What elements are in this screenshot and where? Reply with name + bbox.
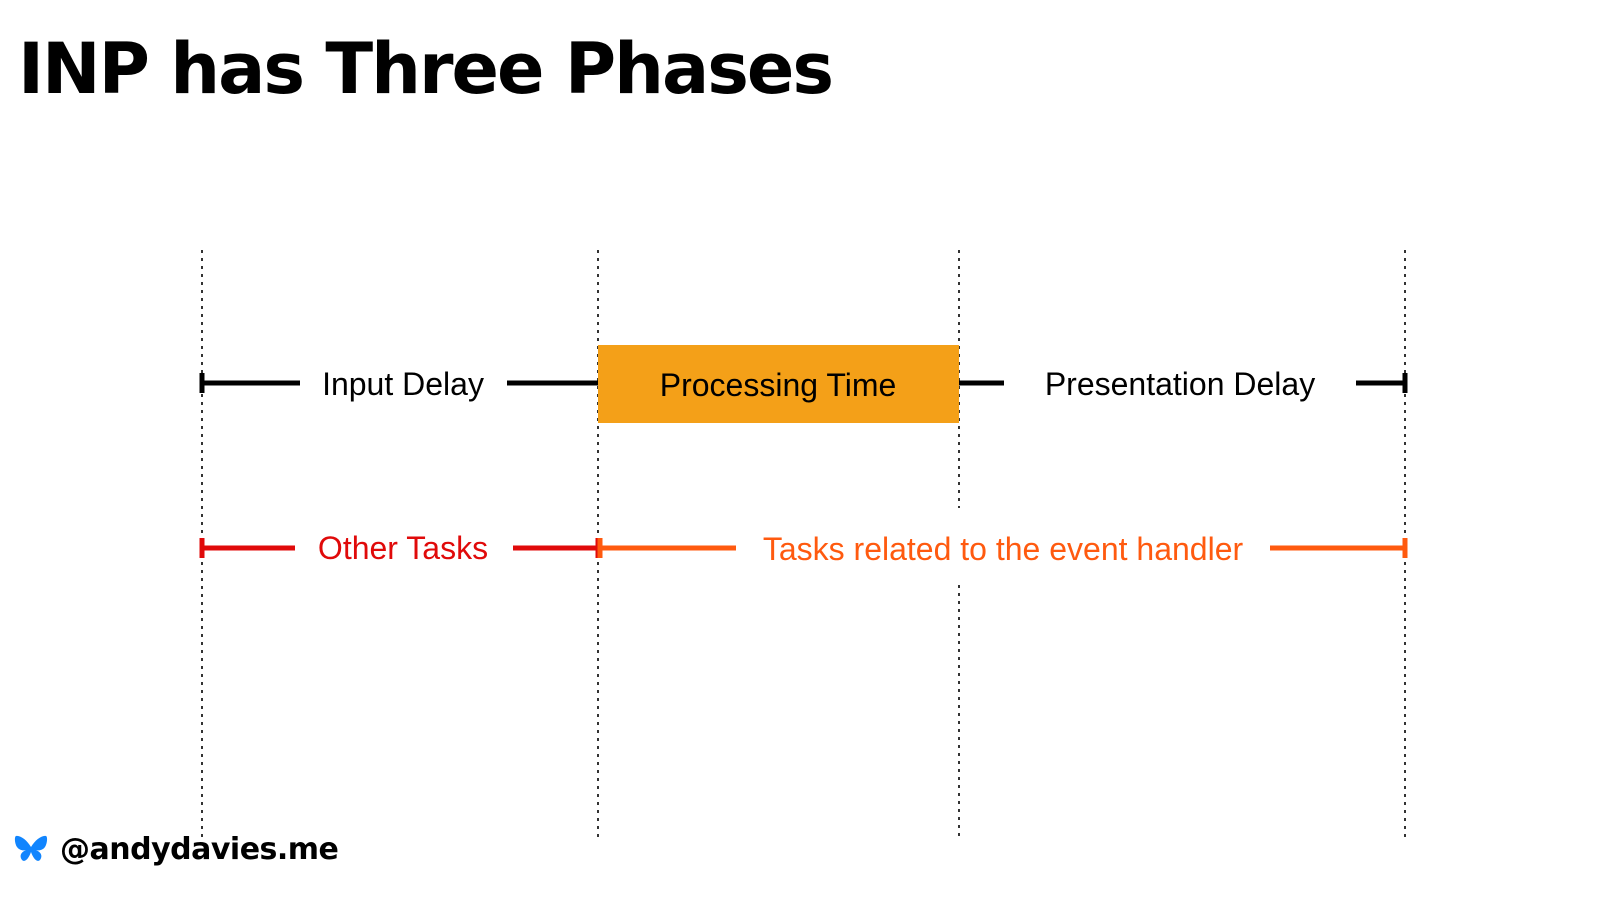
butterfly-icon: [14, 835, 48, 861]
slide-title: INP has Three Phases: [18, 28, 834, 110]
presentation-delay-span: [959, 373, 1408, 393]
event-handler-tasks-label: Tasks related to the event handler: [763, 531, 1244, 567]
processing-time-label: Processing Time: [660, 367, 897, 403]
input-delay-span: [199, 373, 598, 393]
presentation-delay-label: Presentation Delay: [1045, 366, 1315, 402]
input-delay-label: Input Delay: [322, 366, 484, 402]
phase-row: Input Delay Processing Time Presentation…: [199, 345, 1408, 423]
other-tasks-label: Other Tasks: [318, 530, 488, 566]
author-handle: @andydavies.me: [60, 831, 339, 867]
task-row: Other Tasks Tasks related to the event h…: [199, 530, 1408, 567]
event-handler-tasks-span: [597, 538, 1408, 558]
footer: @andydavies.me: [14, 829, 339, 869]
processing-time-box: [598, 345, 959, 423]
